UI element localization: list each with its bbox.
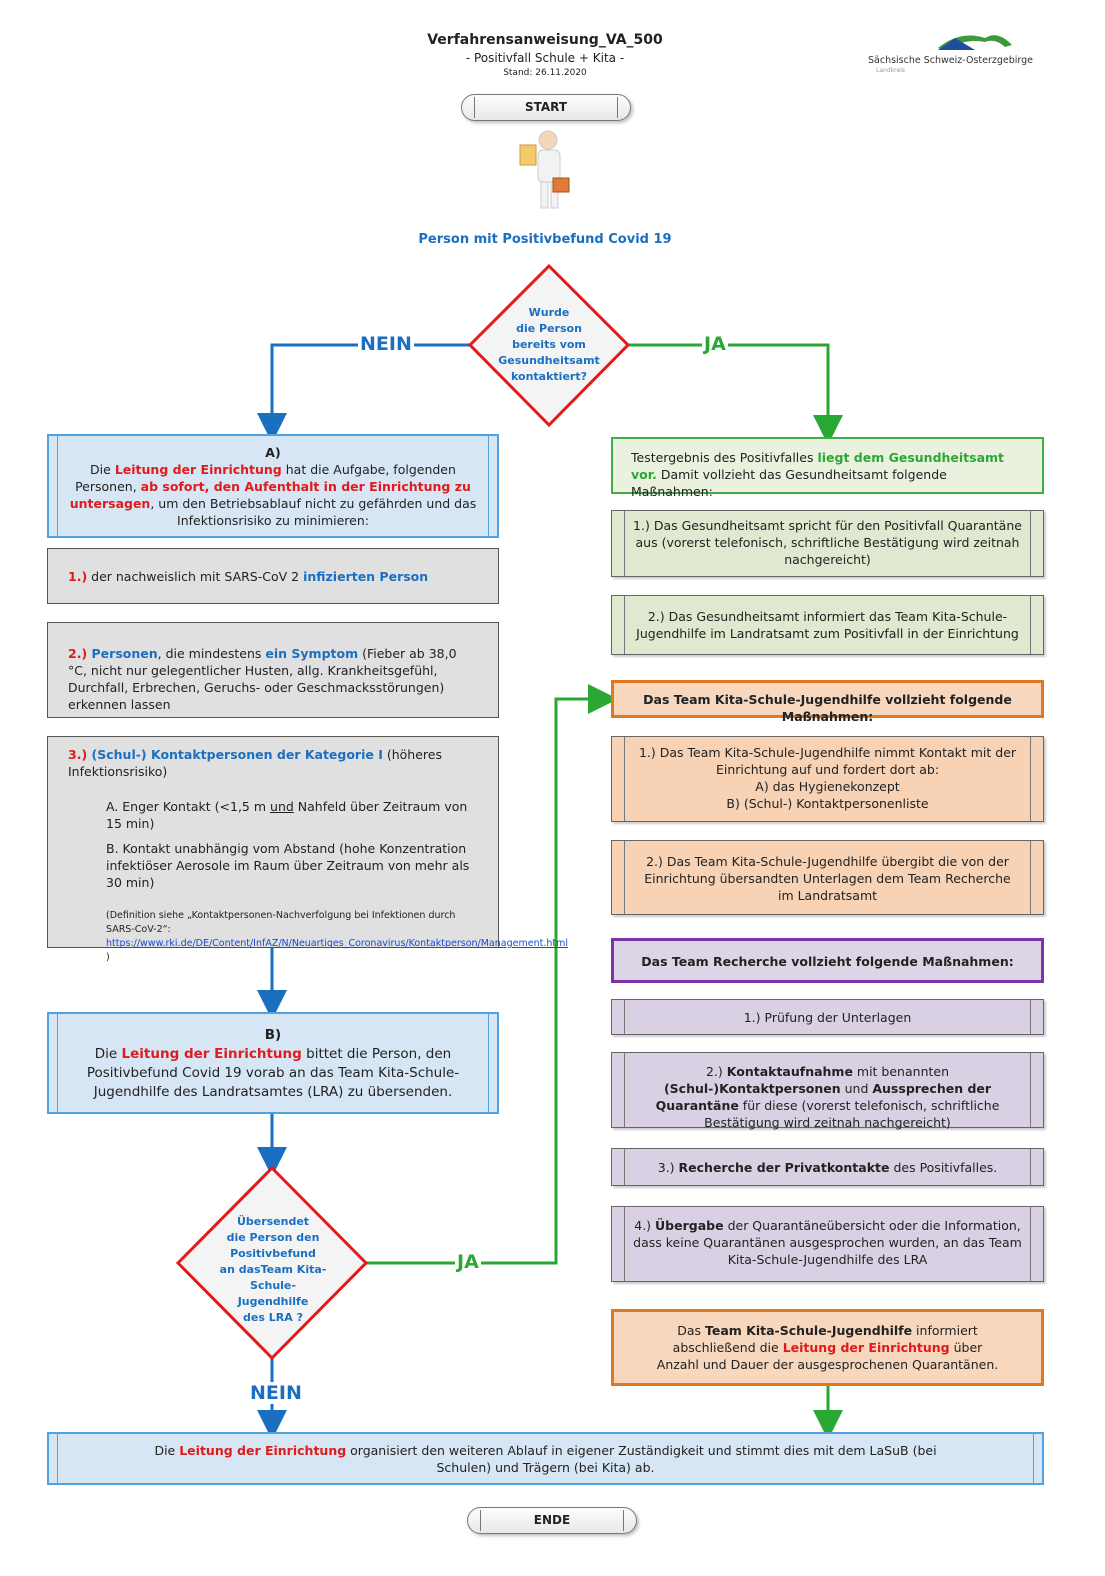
decision-2-diamond [175,1165,369,1361]
document-subtitle: - Positivfall Schule + Kita - [465,51,625,65]
nein-connector-1 [257,343,470,443]
box-team-kita-head: Das Team Kita-Schule-Jugendhilfe vollzie… [611,680,1044,724]
ja-connector-1 [628,343,843,445]
decision-2-no-label: NEIN [248,1382,304,1404]
start-terminator: START [461,94,631,121]
person-label: Person mit Positivbefund Covid 19 [418,232,672,247]
box-recherche-4: 4.) Übergabe der Quarantäneübersicht ode… [611,1206,1044,1282]
rki-link[interactable]: https://www.rki.de/DE/Content/InfAZ/N/Ne… [106,938,568,949]
end-terminator: ENDE [467,1507,637,1534]
decision-1-yes-label: JA [702,333,728,355]
box-item-1: 1.) der nachweislich mit SARS-CoV 2 infi… [47,548,499,604]
box-gesundheitsamt-1: 1.) Das Gesundheitsamt spricht für den P… [611,510,1044,577]
box-recherche-3: 3.) Recherche der Privatkontakte des Pos… [611,1148,1044,1186]
box-b: B) Die Leitung der Einrichtung bittet di… [47,1012,499,1114]
person-icon [519,130,570,209]
decision-1-no-label: NEIN [358,333,414,355]
box-recherche-2: 2.) Kontaktaufnahme mit benannten (Schul… [611,1052,1044,1130]
box-recherche-1: 1.) Prüfung der Unterlagen [611,999,1044,1035]
box-item-2: 2.) Personen, die mindestens ein Symptom… [47,622,499,718]
logo-mark [938,35,1012,50]
decision-2-yes-label: JA [455,1251,481,1273]
logo-name: Sächsische Schweiz-Osterzgebirge [868,55,1033,66]
decision-1-label: Wurde die Person bereits vom Gesundheits… [498,306,600,383]
box-recherche-head: Das Team Recherche vollzieht folgende Ma… [611,938,1044,983]
document-title: Verfahrensanweisung_VA_500 [427,32,663,48]
box-a: A) Die Leitung der Einrichtung hat die A… [47,434,499,538]
box-gesundheitsamt-2: 2.) Das Gesundheitsamt informiert das Te… [611,595,1044,655]
box-bottom: Die Leitung der Einrichtung organisiert … [47,1432,1044,1485]
box-team-kita-2: 2.) Das Team Kita-Schule-Jugendhilfe übe… [611,840,1044,915]
box-final-info: Das Team Kita-Schule-Jugendhilfe informi… [611,1309,1044,1386]
box-team-kita-1: 1.) Das Team Kita-Schule-Jugendhilfe nim… [611,736,1044,822]
decision-1-diamond [467,263,631,428]
box-item-3: 3.) (Schul-) Kontaktpersonen der Kategor… [47,736,568,963]
box-gesundheitsamt-head: Testergebnis des Positivfalles liegt dem… [611,437,1044,499]
logo-subtitle: Landkreis [876,67,905,74]
document-date: Stand: 26.11.2020 [503,68,587,78]
decision-2-label: Übersendet die Person den Positivbefund … [219,1215,327,1324]
